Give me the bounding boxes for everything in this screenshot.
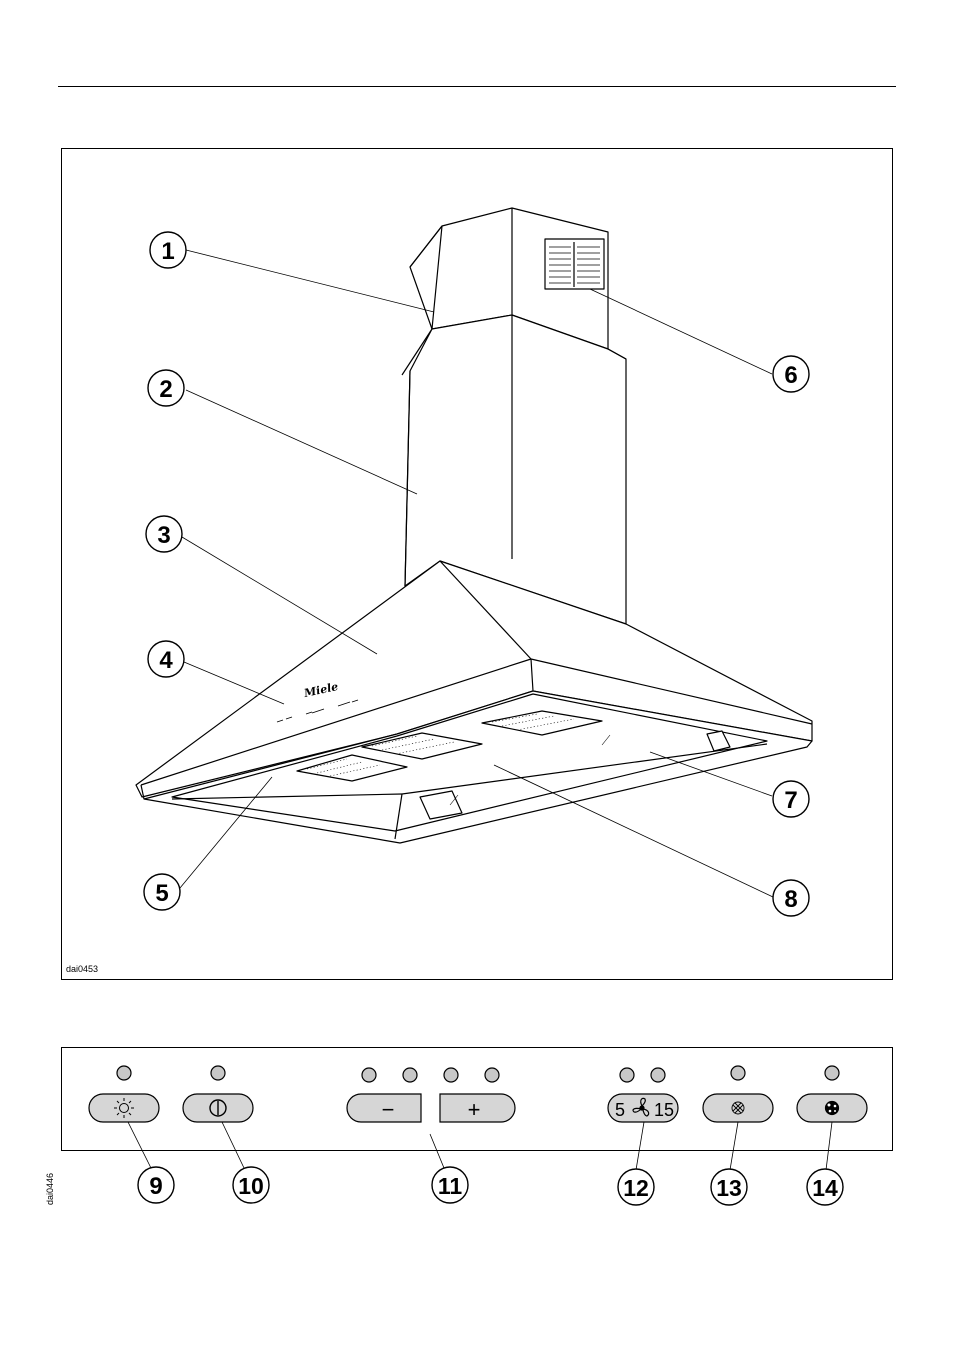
plus-icon: +	[468, 1097, 481, 1122]
timer-button[interactable]: 5 15	[608, 1094, 678, 1122]
timer-right-label: 15	[654, 1100, 674, 1120]
callout-13: 13	[711, 1169, 747, 1205]
svg-text:13: 13	[716, 1175, 742, 1201]
led-timer-15	[651, 1068, 665, 1082]
light-button[interactable]	[89, 1094, 159, 1122]
led-power-level-3	[444, 1068, 458, 1082]
led-light	[117, 1066, 131, 1080]
led-power-level-4	[485, 1068, 499, 1082]
svg-text:12: 12	[623, 1175, 649, 1201]
odour-filter-icon	[826, 1102, 839, 1115]
odour-filter-button[interactable]	[797, 1094, 867, 1122]
callout-14: 14	[807, 1169, 843, 1205]
power-icon	[210, 1100, 226, 1116]
callout-10: 10	[233, 1167, 269, 1203]
svg-text:10: 10	[238, 1173, 264, 1199]
minus-icon: −	[382, 1097, 395, 1122]
led-timer-5	[620, 1068, 634, 1082]
svg-text:9: 9	[149, 1173, 162, 1200]
led-odour-filter	[825, 1066, 839, 1080]
power-button[interactable]	[183, 1094, 253, 1122]
callout-12: 12	[618, 1169, 654, 1205]
callout-11: 11	[432, 1167, 468, 1203]
image-code-bottom: dai0446	[45, 1173, 55, 1205]
minus-button[interactable]: −	[347, 1094, 421, 1122]
indicator-lights	[117, 1066, 839, 1082]
callout-9: 9	[138, 1167, 174, 1203]
led-power-level-1	[362, 1068, 376, 1082]
timer-left-label: 5	[615, 1100, 625, 1120]
led-grease-filter	[731, 1066, 745, 1080]
grease-filter-icon	[732, 1102, 744, 1114]
panel-leader-lines	[128, 1122, 832, 1170]
plus-button[interactable]: +	[440, 1094, 515, 1122]
svg-text:11: 11	[438, 1173, 463, 1199]
grease-filter-button[interactable]	[703, 1094, 773, 1122]
light-icon	[114, 1098, 134, 1118]
svg-text:14: 14	[812, 1175, 838, 1201]
callouts-bottom: 9 10 11 12 13 14	[138, 1167, 843, 1205]
led-power	[211, 1066, 225, 1080]
led-power-level-2	[403, 1068, 417, 1082]
